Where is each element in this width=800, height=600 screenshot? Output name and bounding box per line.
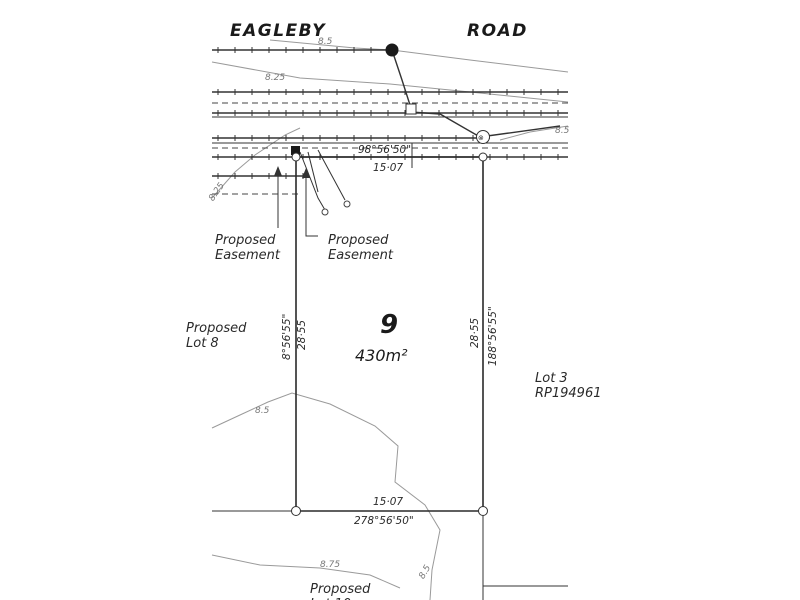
left-length: 28·55 xyxy=(296,320,308,350)
front-length: 15·07 xyxy=(373,162,403,174)
contour-label: 8.5 xyxy=(555,126,570,136)
contour-label: 8.75 xyxy=(320,560,340,570)
contour-label: 8.5 xyxy=(318,37,333,47)
right-bearing: 188°56'55" xyxy=(487,306,499,366)
boundary-corner-marker xyxy=(291,506,301,516)
label-line: Proposed xyxy=(328,233,389,248)
rear-bearing: 278°56'50" xyxy=(354,515,414,527)
contour-mid-8-5 xyxy=(211,392,441,600)
label-line: Lot 10 xyxy=(310,597,351,600)
label-line: Proposed xyxy=(186,321,247,336)
label-line: Easement xyxy=(328,248,394,263)
front-bearing: 98°56'50" xyxy=(358,144,411,156)
service-end-marker xyxy=(343,200,351,208)
label-line: Proposed xyxy=(310,582,371,597)
service-line xyxy=(299,151,326,211)
contour-top-8-5 xyxy=(269,39,569,73)
contour-label: 8.5 xyxy=(255,406,270,416)
label-line: Proposed xyxy=(215,233,276,248)
left-bearing: 8°56'55" xyxy=(281,314,293,360)
service-line xyxy=(391,49,411,106)
easement-leader xyxy=(305,172,318,237)
service-line xyxy=(307,151,319,193)
easement-arrow xyxy=(274,166,282,176)
right-length: 28·55 xyxy=(469,318,481,348)
label-line: Lot 3 xyxy=(535,371,568,386)
service-marker xyxy=(476,130,490,144)
lot-number: 9 xyxy=(380,310,398,340)
service-ticks xyxy=(217,47,559,179)
contour-top-8-25 xyxy=(211,61,569,103)
road-name-part-1: EAGLEBY xyxy=(230,21,326,41)
label-line: Lot 8 xyxy=(186,336,219,351)
service-line xyxy=(409,111,561,138)
service-end-marker xyxy=(321,208,329,216)
easement-arrow xyxy=(302,168,310,178)
contour-bottom-8-75 xyxy=(211,554,401,589)
service-box-marker xyxy=(291,146,300,155)
rear-length: 15·07 xyxy=(373,496,403,508)
label-line: RP194961 xyxy=(535,386,602,401)
service-box-marker xyxy=(405,103,417,115)
label-line: Easement xyxy=(215,248,281,263)
road-name-part-2: ROAD xyxy=(467,21,528,41)
boundary-corner-marker xyxy=(478,506,488,516)
service-pit-marker xyxy=(385,43,399,57)
contour-right-8-5 xyxy=(499,125,569,141)
contour-label: 8.25 xyxy=(265,73,285,83)
boundary-corner-marker xyxy=(478,152,488,162)
contour-left-8-25 xyxy=(211,127,301,199)
boundary-corner-marker xyxy=(291,152,301,162)
road-services: ⊗ xyxy=(212,43,568,216)
svg-text:⊗: ⊗ xyxy=(478,134,484,142)
lot-area: 430m² xyxy=(355,346,408,365)
service-line xyxy=(317,149,346,201)
